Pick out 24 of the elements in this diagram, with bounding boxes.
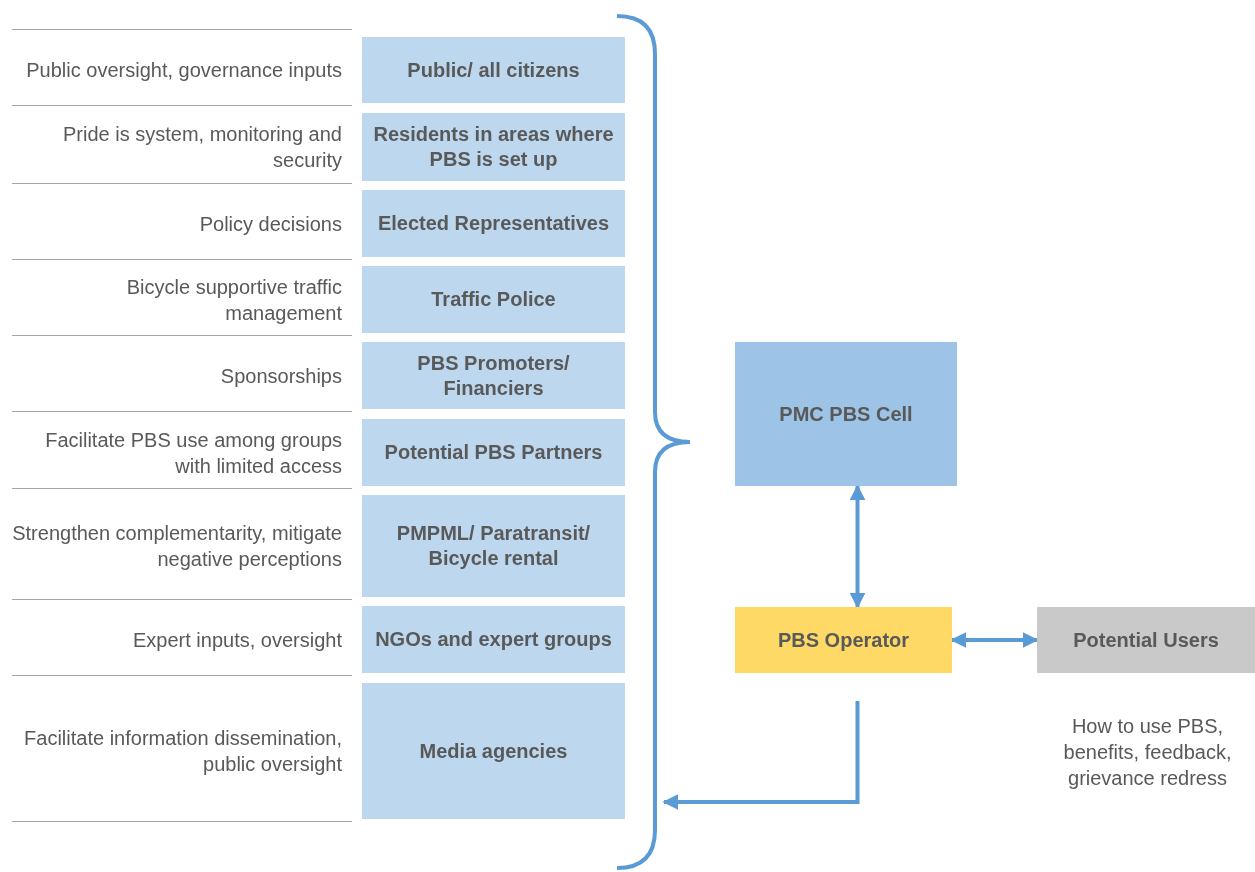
role-description: Expert inputs, oversight <box>133 627 342 653</box>
stakeholder-box: Media agencies <box>362 683 625 819</box>
arrow <box>849 484 866 609</box>
role-description: Policy decisions <box>199 211 342 237</box>
stakeholder-box: PBS Promoters/ Financiers <box>362 342 625 409</box>
stakeholder-box: PMPML/ Paratransit/ Bicycle rental <box>362 495 625 597</box>
stakeholder-box: Traffic Police <box>362 266 625 333</box>
role-description: How to use PBS, benefits, feedback, grievance redress <box>1062 714 1233 791</box>
role-description: Strengthen complementarity, mitigate negative perceptions <box>12 521 342 572</box>
role-description: Public oversight, governance inputs <box>26 58 342 83</box>
stakeholder-box: PBS Operator <box>735 607 952 673</box>
stakeholder-box: NGOs and expert groups <box>362 606 625 673</box>
stakeholder-box: Public/ all citizens <box>362 37 625 103</box>
stakeholder-box: Residents in areas where PBS is set up <box>362 113 625 181</box>
stakeholder-box: Elected Representatives <box>362 190 625 257</box>
stakeholder-box: Potential Users <box>1037 607 1255 673</box>
role-description: Facilitate information dissemination, public oversight <box>23 726 342 777</box>
stakeholder-box: Potential PBS Partners <box>362 419 625 486</box>
arrow <box>662 701 860 810</box>
role-description: Facilitate PBS use among groups with limited access <box>44 427 342 479</box>
role-description: Pride is system, monitoring and security <box>62 122 342 173</box>
role-description: Bicycle supportive traffic management <box>125 274 342 326</box>
role-description: Sponsorships <box>220 363 342 389</box>
stakeholder-box: PMC PBS Cell <box>735 342 957 486</box>
